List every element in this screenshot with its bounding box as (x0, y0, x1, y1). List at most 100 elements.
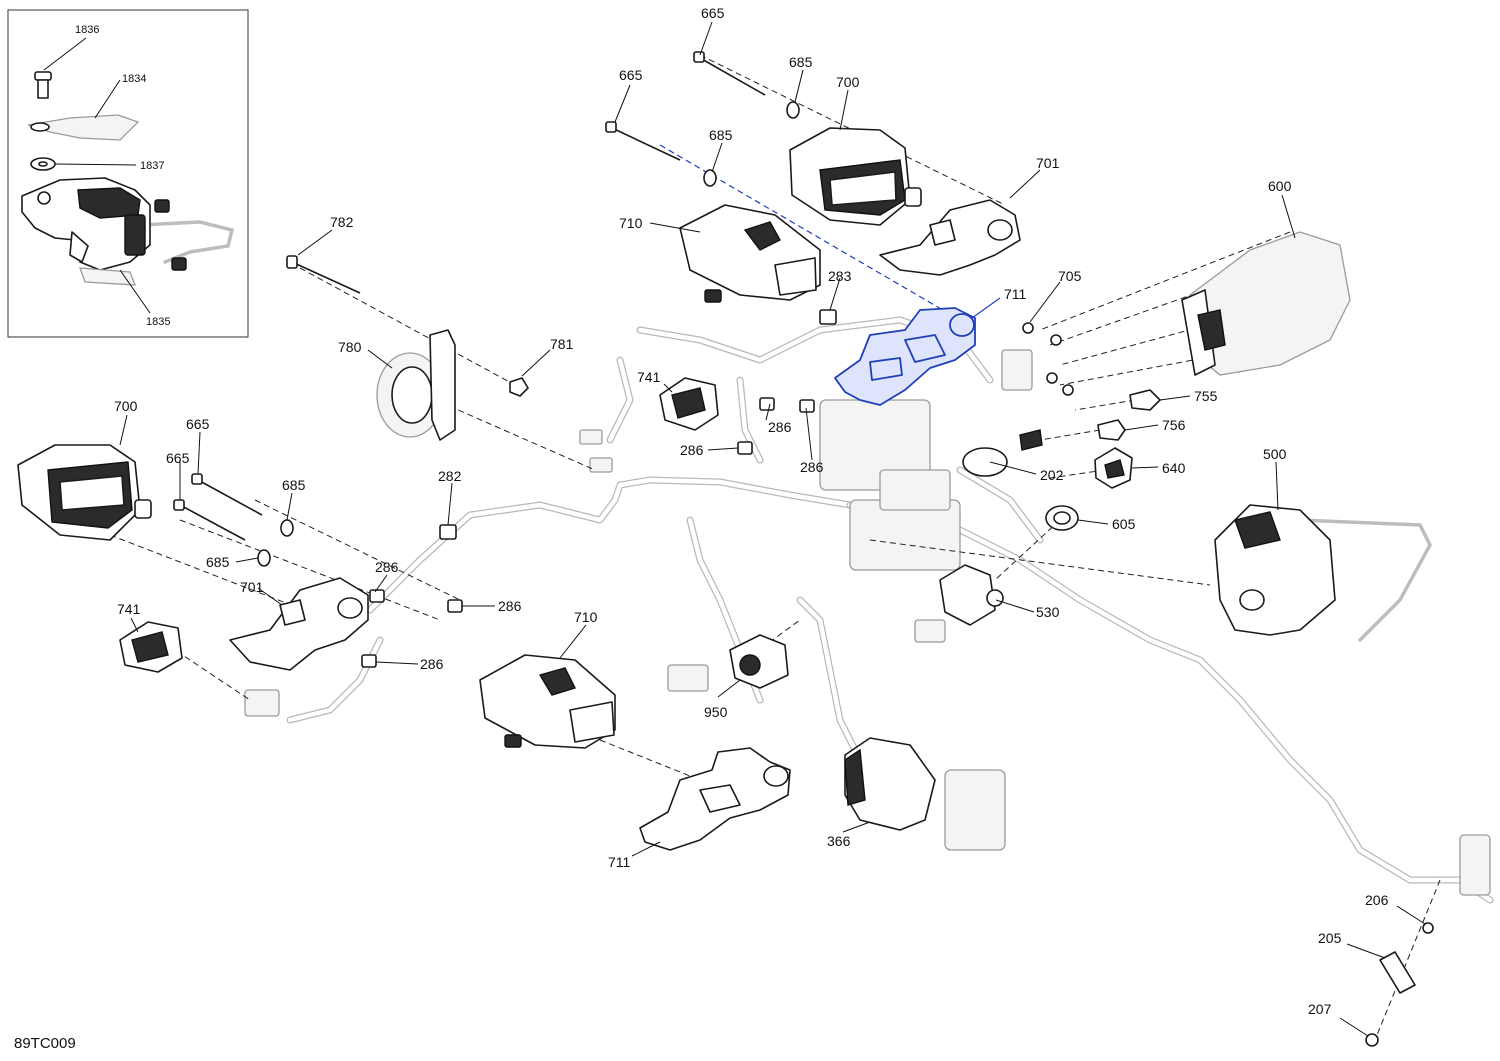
clip-286-f (361, 654, 377, 668)
callout-665-mid: 665 (619, 67, 643, 83)
callout-286-d: 286 (375, 559, 399, 575)
callout-600: 600 (1268, 178, 1292, 194)
display-600 (1181, 231, 1351, 376)
washer-1837 (30, 157, 56, 171)
callout-685-left1: 685 (282, 477, 306, 493)
callout-205: 205 (1318, 930, 1342, 946)
callout-665-top: 665 (701, 5, 725, 21)
diagram-code: 89TC009 (14, 1035, 76, 1052)
callout-700-left: 700 (114, 398, 138, 414)
inset-panel: 1836 1834 1837 1835 (7, 9, 249, 338)
callout-781: 781 (550, 336, 574, 352)
headlight-700-top (789, 127, 922, 226)
callout-741-top: 741 (637, 369, 661, 385)
bracket-711-highlighted (834, 307, 976, 406)
connector-366 (844, 737, 936, 831)
callout-286-f: 286 (420, 656, 444, 672)
ring-605 (1045, 505, 1079, 531)
bracket-701-left (229, 577, 369, 671)
callout-705: 705 (1058, 268, 1082, 284)
callout-286-c: 286 (800, 459, 824, 475)
clip-286-b (737, 441, 753, 455)
callout-782: 782 (330, 214, 354, 230)
callout-500: 500 (1263, 446, 1287, 462)
clamp-202 (962, 429, 1043, 477)
callout-286-b: 286 (680, 442, 704, 458)
switch-assembly-1835 (21, 177, 235, 286)
callout-605: 605 (1112, 516, 1136, 532)
callout-286-e: 286 (498, 598, 522, 614)
bolt-665-mid (605, 121, 681, 161)
nut-206 (1422, 922, 1434, 934)
leader-lines (119, 21, 1426, 1037)
bolt-665-left1 (191, 473, 263, 516)
bracket-701-top (879, 199, 1021, 276)
callout-207: 207 (1308, 1001, 1332, 1017)
callout-202: 202 (1040, 467, 1064, 483)
callout-685-top: 685 (789, 54, 813, 70)
switch-500 (1214, 504, 1432, 642)
callout-286-a: 286 (768, 419, 792, 435)
callout-710-bottom: 710 (574, 609, 598, 625)
clip-282 (439, 524, 457, 540)
bracket-711-bottom (639, 747, 791, 851)
callout-665-left2: 665 (166, 450, 190, 466)
callout-685-mid: 685 (709, 127, 733, 143)
clip-286-e (447, 599, 463, 613)
aux-light-710-top (679, 204, 821, 303)
plate-1834 (27, 114, 140, 141)
nut-781 (509, 377, 529, 397)
lamp-741-left (119, 621, 183, 673)
inset-frame (7, 9, 249, 338)
callout-950: 950 (704, 704, 728, 720)
washer-685-mid (703, 169, 717, 187)
lamp-755 (1129, 389, 1161, 411)
clip-283 (819, 309, 837, 325)
washer-685-left2 (257, 549, 271, 567)
washer-685-left1 (280, 519, 294, 537)
callout-701-top: 701 (1036, 155, 1060, 171)
callout-283: 283 (828, 268, 852, 284)
callout-710-top: 710 (619, 215, 643, 231)
callout-700-top: 700 (836, 74, 860, 90)
aux-light-710-bottom (479, 654, 616, 749)
callout-711-bottom: 711 (608, 854, 631, 870)
screw-207 (1365, 1033, 1379, 1047)
screw-1836 (34, 71, 52, 99)
clip-286-a (759, 397, 775, 411)
callout-755: 755 (1194, 388, 1218, 404)
callout-780: 780 (338, 339, 362, 355)
callout-1836: 1836 (75, 24, 99, 36)
headlight-700-left (17, 444, 152, 541)
callout-685-left2: 685 (206, 554, 230, 570)
bolt-665-left2 (173, 499, 246, 541)
horn-780 (376, 329, 456, 441)
callout-711-highlight: 711 (1004, 286, 1027, 302)
switch-640 (1094, 447, 1133, 489)
callout-665-left1: 665 (186, 416, 210, 432)
clip-286-d (369, 589, 385, 603)
lamp-741-top (659, 377, 719, 431)
callout-640: 640 (1162, 460, 1186, 476)
callout-282: 282 (438, 468, 462, 484)
clip-286-c (799, 399, 815, 413)
callout-1835: 1835 (146, 316, 170, 328)
bracket-205 (1379, 951, 1416, 994)
callout-741-left: 741 (117, 601, 141, 617)
screws-705 (1022, 322, 1074, 396)
bolt-665-top (693, 51, 766, 96)
callout-206: 206 (1365, 892, 1389, 908)
socket-950 (729, 634, 789, 689)
washer-685-top (786, 101, 800, 119)
switch-530 (939, 564, 1004, 626)
callout-701-left: 701 (240, 579, 264, 595)
callout-1834: 1834 (122, 73, 146, 85)
callout-756: 756 (1162, 417, 1186, 433)
callouts: 665 685 700 665 685 701 600 710 782 283 … (114, 5, 1389, 1017)
callout-1837: 1837 (140, 160, 164, 172)
callout-530: 530 (1036, 604, 1060, 620)
bolt-782 (286, 255, 361, 294)
callout-366: 366 (827, 833, 851, 849)
lamp-756 (1097, 419, 1126, 441)
